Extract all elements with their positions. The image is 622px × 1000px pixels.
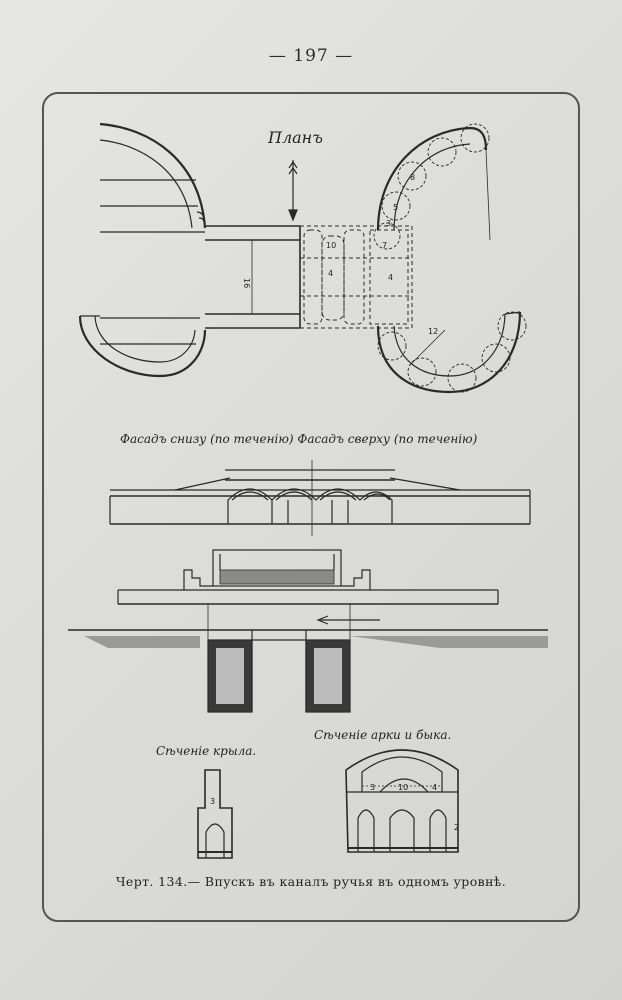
wing-section-drawing	[197, 769, 233, 859]
wing-section-label: Сѣченіе крыла.	[156, 744, 257, 758]
dim-arch-10: 10	[398, 783, 408, 792]
dim-plan-small: 4	[328, 269, 333, 278]
dim-plan-right-7: 7	[382, 241, 387, 250]
plan-label: Планъ	[268, 128, 323, 147]
dim-arch-2: 2	[454, 823, 459, 832]
dim-wing-3: 3	[210, 797, 215, 806]
figure-caption: Черт. 134.— Впускъ въ каналъ ручья въ од…	[115, 874, 507, 889]
dim-circle-3: 3	[386, 219, 391, 228]
dim-plan-width: 16	[242, 278, 251, 288]
figure-frame	[42, 92, 580, 922]
dim-plan-radius: 12	[428, 327, 438, 336]
facade-view	[109, 460, 531, 536]
facade-label: Фасадъ снизу (по теченію) Фасадъ сверху …	[120, 432, 478, 446]
page-number: — 197 —	[268, 46, 354, 66]
dim-arch-3: 3	[370, 783, 375, 792]
dim-arch-4: 4	[432, 783, 437, 792]
arch-section-drawing	[345, 749, 459, 853]
dim-circle-5: 5	[393, 203, 398, 212]
cross-section-view	[68, 549, 548, 713]
dim-plan-gap: 10	[326, 241, 336, 250]
dim-circle-8: 8	[410, 173, 415, 182]
dim-plan-right-4: 4	[388, 273, 393, 282]
arch-section-label: Сѣченіе арки и быка.	[314, 728, 452, 742]
plan-view	[78, 122, 527, 394]
